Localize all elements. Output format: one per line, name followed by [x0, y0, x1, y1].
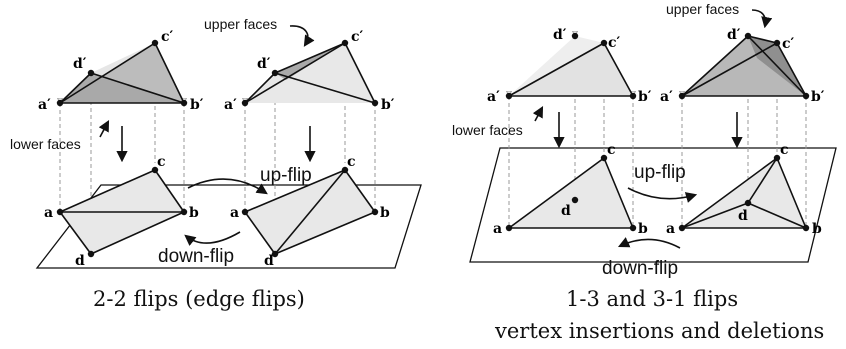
label-a-prime: a′ [660, 89, 673, 105]
left-panel: a′ d′ c′ b′ a′ d′ c′ b′ upper faces lowe… [10, 16, 422, 311]
label-b: b [638, 221, 648, 237]
label-a: a [230, 205, 239, 221]
triangle-fill [509, 158, 633, 228]
label-b: b [812, 221, 822, 237]
upper-faces-annotation: upper faces [666, 1, 739, 17]
up-flip-arrow [187, 178, 268, 195]
diagonal-edge-cd [274, 169, 346, 255]
label-d: d [561, 203, 571, 219]
lower-face [509, 43, 633, 96]
right-projection-lines [509, 36, 807, 228]
label-b-prime: b′ [811, 89, 825, 105]
label-d-prime: d′ [257, 56, 271, 72]
upper-faces-annotation: upper faces [204, 16, 277, 32]
lifted-tetra-upper: a′ d′ c′ b′ [224, 29, 395, 113]
label-a-prime: a′ [224, 97, 237, 113]
shaded-lower-face-2 [60, 73, 184, 103]
down-flip-label: down-flip [158, 246, 234, 267]
lower-faces-annotation: lower faces [452, 122, 523, 138]
lifted-tetra-lower: a′ d′ c′ b′ [38, 29, 204, 113]
label-c-prime: c′ [161, 29, 174, 45]
upper-face-mid [682, 36, 806, 96]
label-c: c [157, 154, 166, 170]
lifted-tetra-lower: a′ d′ c′ b′ [487, 27, 652, 105]
label-a-prime: a′ [38, 97, 51, 113]
label-c: c [780, 142, 789, 158]
right-caption-line2: vertex insertions and deletions [494, 319, 824, 343]
label-b: b [189, 205, 199, 221]
label-c-prime: c′ [608, 35, 621, 51]
label-d-prime: d′ [727, 27, 741, 43]
left-caption: 2-2 flips (edge flips) [93, 287, 305, 311]
label-b-prime: b′ [381, 97, 395, 113]
label-b: b [380, 205, 390, 221]
planar-triangulation-1: a c b d [44, 154, 199, 269]
down-flip-label: down-flip [602, 258, 678, 279]
label-d: d [75, 253, 85, 269]
label-b-prime: b′ [638, 89, 652, 105]
planar-triangulation-3: a c b d [493, 142, 648, 237]
label-c-prime: c′ [351, 29, 364, 45]
down-flip-arrow [617, 237, 681, 249]
label-d: d [264, 253, 274, 269]
light-upper-face [245, 43, 375, 103]
label-d: d [738, 208, 748, 224]
down-flip-arrow [184, 231, 241, 246]
upper-faces-arrow [751, 9, 773, 29]
lower-faces-arrow [532, 106, 544, 122]
label-c: c [607, 142, 616, 158]
label-a: a [44, 205, 53, 221]
planar-triangulation-2: a c b d [230, 154, 390, 269]
label-d-prime: d′ [553, 27, 567, 43]
right-caption-line1: 1-3 and 3-1 flips [566, 287, 738, 311]
label-c: c [347, 154, 356, 170]
label-a: a [493, 221, 502, 237]
label-a-prime: a′ [487, 89, 500, 105]
lifted-tetra-upper: a′ d′ c′ b′ [660, 27, 825, 105]
up-flip-label: up-flip [260, 165, 312, 186]
lower-faces-annotation: lower faces [10, 136, 81, 152]
label-b-prime: b′ [190, 97, 204, 113]
up-flip-label: up-flip [634, 162, 686, 183]
right-panel: a′ d′ c′ b′ a′ d′ c′ b′ upper faces [452, 1, 837, 343]
planar-triangulation-4: a c b d [666, 142, 822, 237]
right-plane [469, 147, 837, 263]
lower-faces-arrow [98, 120, 110, 138]
up-flip-arrow [627, 187, 698, 203]
label-d-prime: d′ [73, 56, 87, 72]
label-a: a [666, 221, 675, 237]
upper-faces-arrow [289, 25, 315, 47]
shaded-upper-face [275, 43, 345, 80]
label-c-prime: c′ [782, 36, 795, 52]
triangle-fill [682, 158, 806, 228]
